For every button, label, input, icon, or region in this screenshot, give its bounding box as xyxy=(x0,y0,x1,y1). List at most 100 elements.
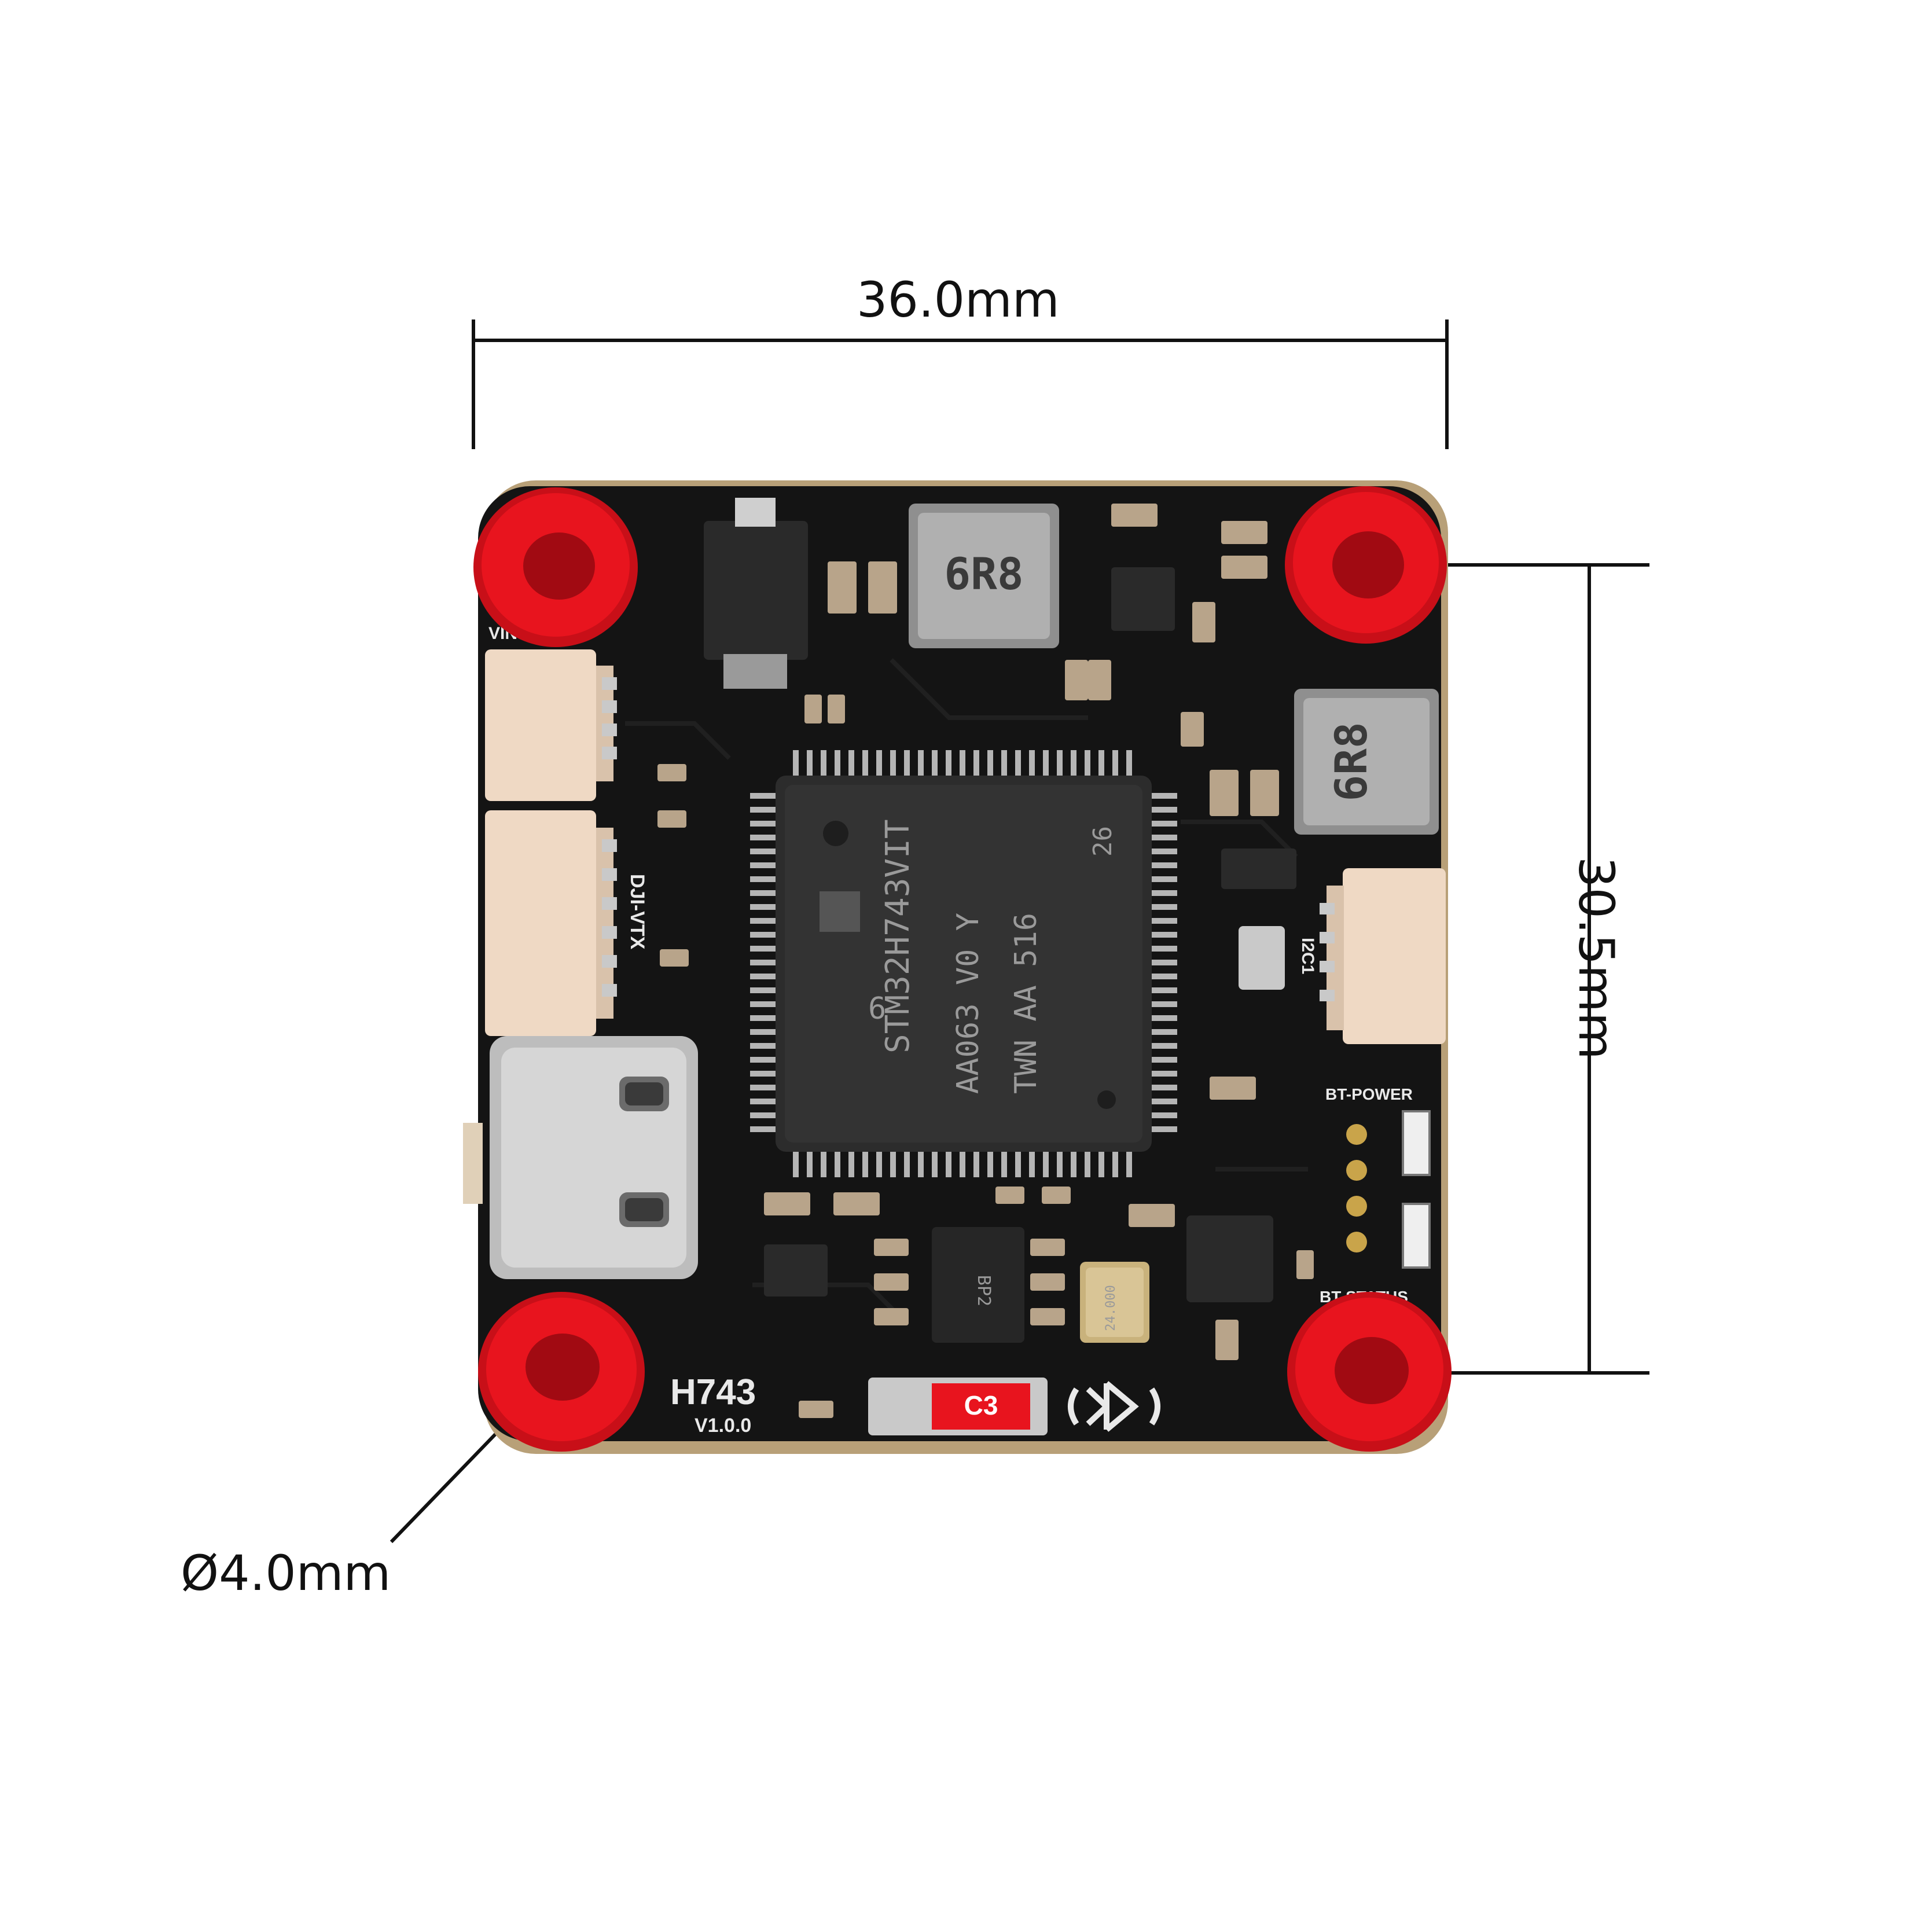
inductor-right-marking: 6R8 xyxy=(1325,722,1377,801)
inductor-top-marking: 6R8 xyxy=(944,548,1023,600)
mcu-pin xyxy=(1152,904,1177,910)
passive-component xyxy=(1042,1187,1071,1204)
mcu-pin xyxy=(750,835,776,840)
mcu-pin xyxy=(750,793,776,799)
mcu-pin xyxy=(750,1057,776,1063)
width-dimension-label: 36.0mm xyxy=(857,271,1060,328)
mcu-pin xyxy=(1152,1057,1177,1063)
mcu-marking-line-4: TWN AA 516 xyxy=(1009,913,1044,1094)
crystal-oscillator: 24.000 xyxy=(1080,1262,1149,1343)
left-connector-vtx[interactable] xyxy=(485,810,617,1036)
mcu-pin xyxy=(1015,750,1021,776)
mcu-pin xyxy=(960,750,965,776)
mcu-pin xyxy=(807,1152,813,1177)
usb-c-port[interactable] xyxy=(463,1036,698,1279)
mcu-pin xyxy=(1152,1085,1177,1090)
mcu-pin xyxy=(1152,946,1177,952)
mcu-pin xyxy=(750,1001,776,1007)
crystal-small xyxy=(1239,926,1285,990)
mcu-pin xyxy=(750,821,776,827)
mcu-pin xyxy=(750,1015,776,1021)
mcu-pin xyxy=(750,1029,776,1035)
board-version-label: V1.0.0 xyxy=(695,1415,751,1437)
mcu-pin xyxy=(1152,918,1177,924)
mcu-pin xyxy=(1085,750,1090,776)
mcu-pin xyxy=(904,1152,910,1177)
bt-power-label: BT-POWER xyxy=(1325,1085,1413,1103)
mcu-pin xyxy=(1126,750,1132,776)
mcu-pin xyxy=(862,1152,868,1177)
passive-component xyxy=(1065,660,1088,700)
mcu-pin xyxy=(750,904,776,910)
mcu-pin xyxy=(1152,932,1177,938)
mcu-pin xyxy=(1057,1152,1063,1177)
mcu-pin xyxy=(1152,821,1177,827)
mcu-chip: STM32H743VIT 6 AA063 V0 Y TWN AA 516 26 xyxy=(750,750,1177,1177)
mcu-pin xyxy=(750,1043,776,1049)
mounting-grommet-top-left xyxy=(473,487,638,647)
mcu-pin xyxy=(835,750,840,776)
passive-component xyxy=(833,1192,880,1215)
mcu-pin xyxy=(1029,1152,1035,1177)
mcu-pin xyxy=(1071,750,1076,776)
mcu-pin xyxy=(750,1126,776,1132)
mcu-pin xyxy=(862,750,868,776)
passive-components xyxy=(657,504,1314,1418)
mcu-pin xyxy=(821,1152,826,1177)
passive-component xyxy=(828,561,857,614)
height-dimension-label: 30.5mm xyxy=(1568,857,1625,1060)
mcu-pin xyxy=(750,807,776,813)
mcu-pin xyxy=(1001,1152,1007,1177)
mcu-pin xyxy=(750,890,776,896)
passive-component xyxy=(657,810,686,828)
mcu-pin xyxy=(750,876,776,882)
passive-component xyxy=(874,1308,909,1325)
mcu-pin xyxy=(890,750,896,776)
passive-component xyxy=(1215,1320,1239,1360)
mcu-pin xyxy=(1152,1015,1177,1021)
passive-component xyxy=(764,1192,810,1215)
ic-chip-bluetooth xyxy=(1186,1215,1273,1302)
c3-module: C3 xyxy=(868,1378,1048,1435)
mcu-pin xyxy=(750,862,776,868)
left-connector-top[interactable] xyxy=(485,649,617,801)
passive-component xyxy=(1030,1239,1065,1256)
mcu-pin xyxy=(793,750,799,776)
mcu-pin xyxy=(750,987,776,993)
passive-component xyxy=(1088,660,1111,700)
mcu-pin xyxy=(1152,793,1177,799)
mcu-pin xyxy=(1152,1126,1177,1132)
ic-chip-barometer: BP2 xyxy=(932,1227,1024,1343)
right-connector-i2c[interactable] xyxy=(1320,868,1446,1044)
mcu-pin xyxy=(918,1152,924,1177)
mounting-grommet-bottom-left xyxy=(478,1292,645,1452)
passive-component xyxy=(1111,504,1158,527)
mcu-pin xyxy=(1085,1152,1090,1177)
passive-component xyxy=(1181,712,1204,747)
mcu-pin xyxy=(750,974,776,979)
mcu-pin xyxy=(876,1152,882,1177)
mcu-pin xyxy=(1152,807,1177,813)
mcu-pin xyxy=(1152,1043,1177,1049)
mcu-pin xyxy=(750,1112,776,1118)
passive-component xyxy=(1210,770,1239,816)
mcu-pin xyxy=(1152,1029,1177,1035)
inductor-right: 6R8 xyxy=(1294,689,1439,835)
mcu-marking-line-2: 6 xyxy=(868,991,886,1026)
mcu-pin xyxy=(960,1152,965,1177)
passive-component xyxy=(1221,521,1267,544)
mcu-pin xyxy=(848,1152,854,1177)
passive-component xyxy=(1030,1308,1065,1325)
mcu-pin xyxy=(1043,1152,1049,1177)
mcu-pin xyxy=(750,960,776,965)
mcu-pin xyxy=(1029,750,1035,776)
passive-component xyxy=(1250,770,1279,816)
passive-component xyxy=(660,949,689,967)
mcu-pin xyxy=(750,849,776,854)
mcu-pin xyxy=(793,1152,799,1177)
mcu-pin xyxy=(1126,1152,1132,1177)
passive-component xyxy=(1030,1273,1065,1291)
mcu-pin xyxy=(1098,750,1104,776)
passive-component xyxy=(1210,1077,1256,1100)
